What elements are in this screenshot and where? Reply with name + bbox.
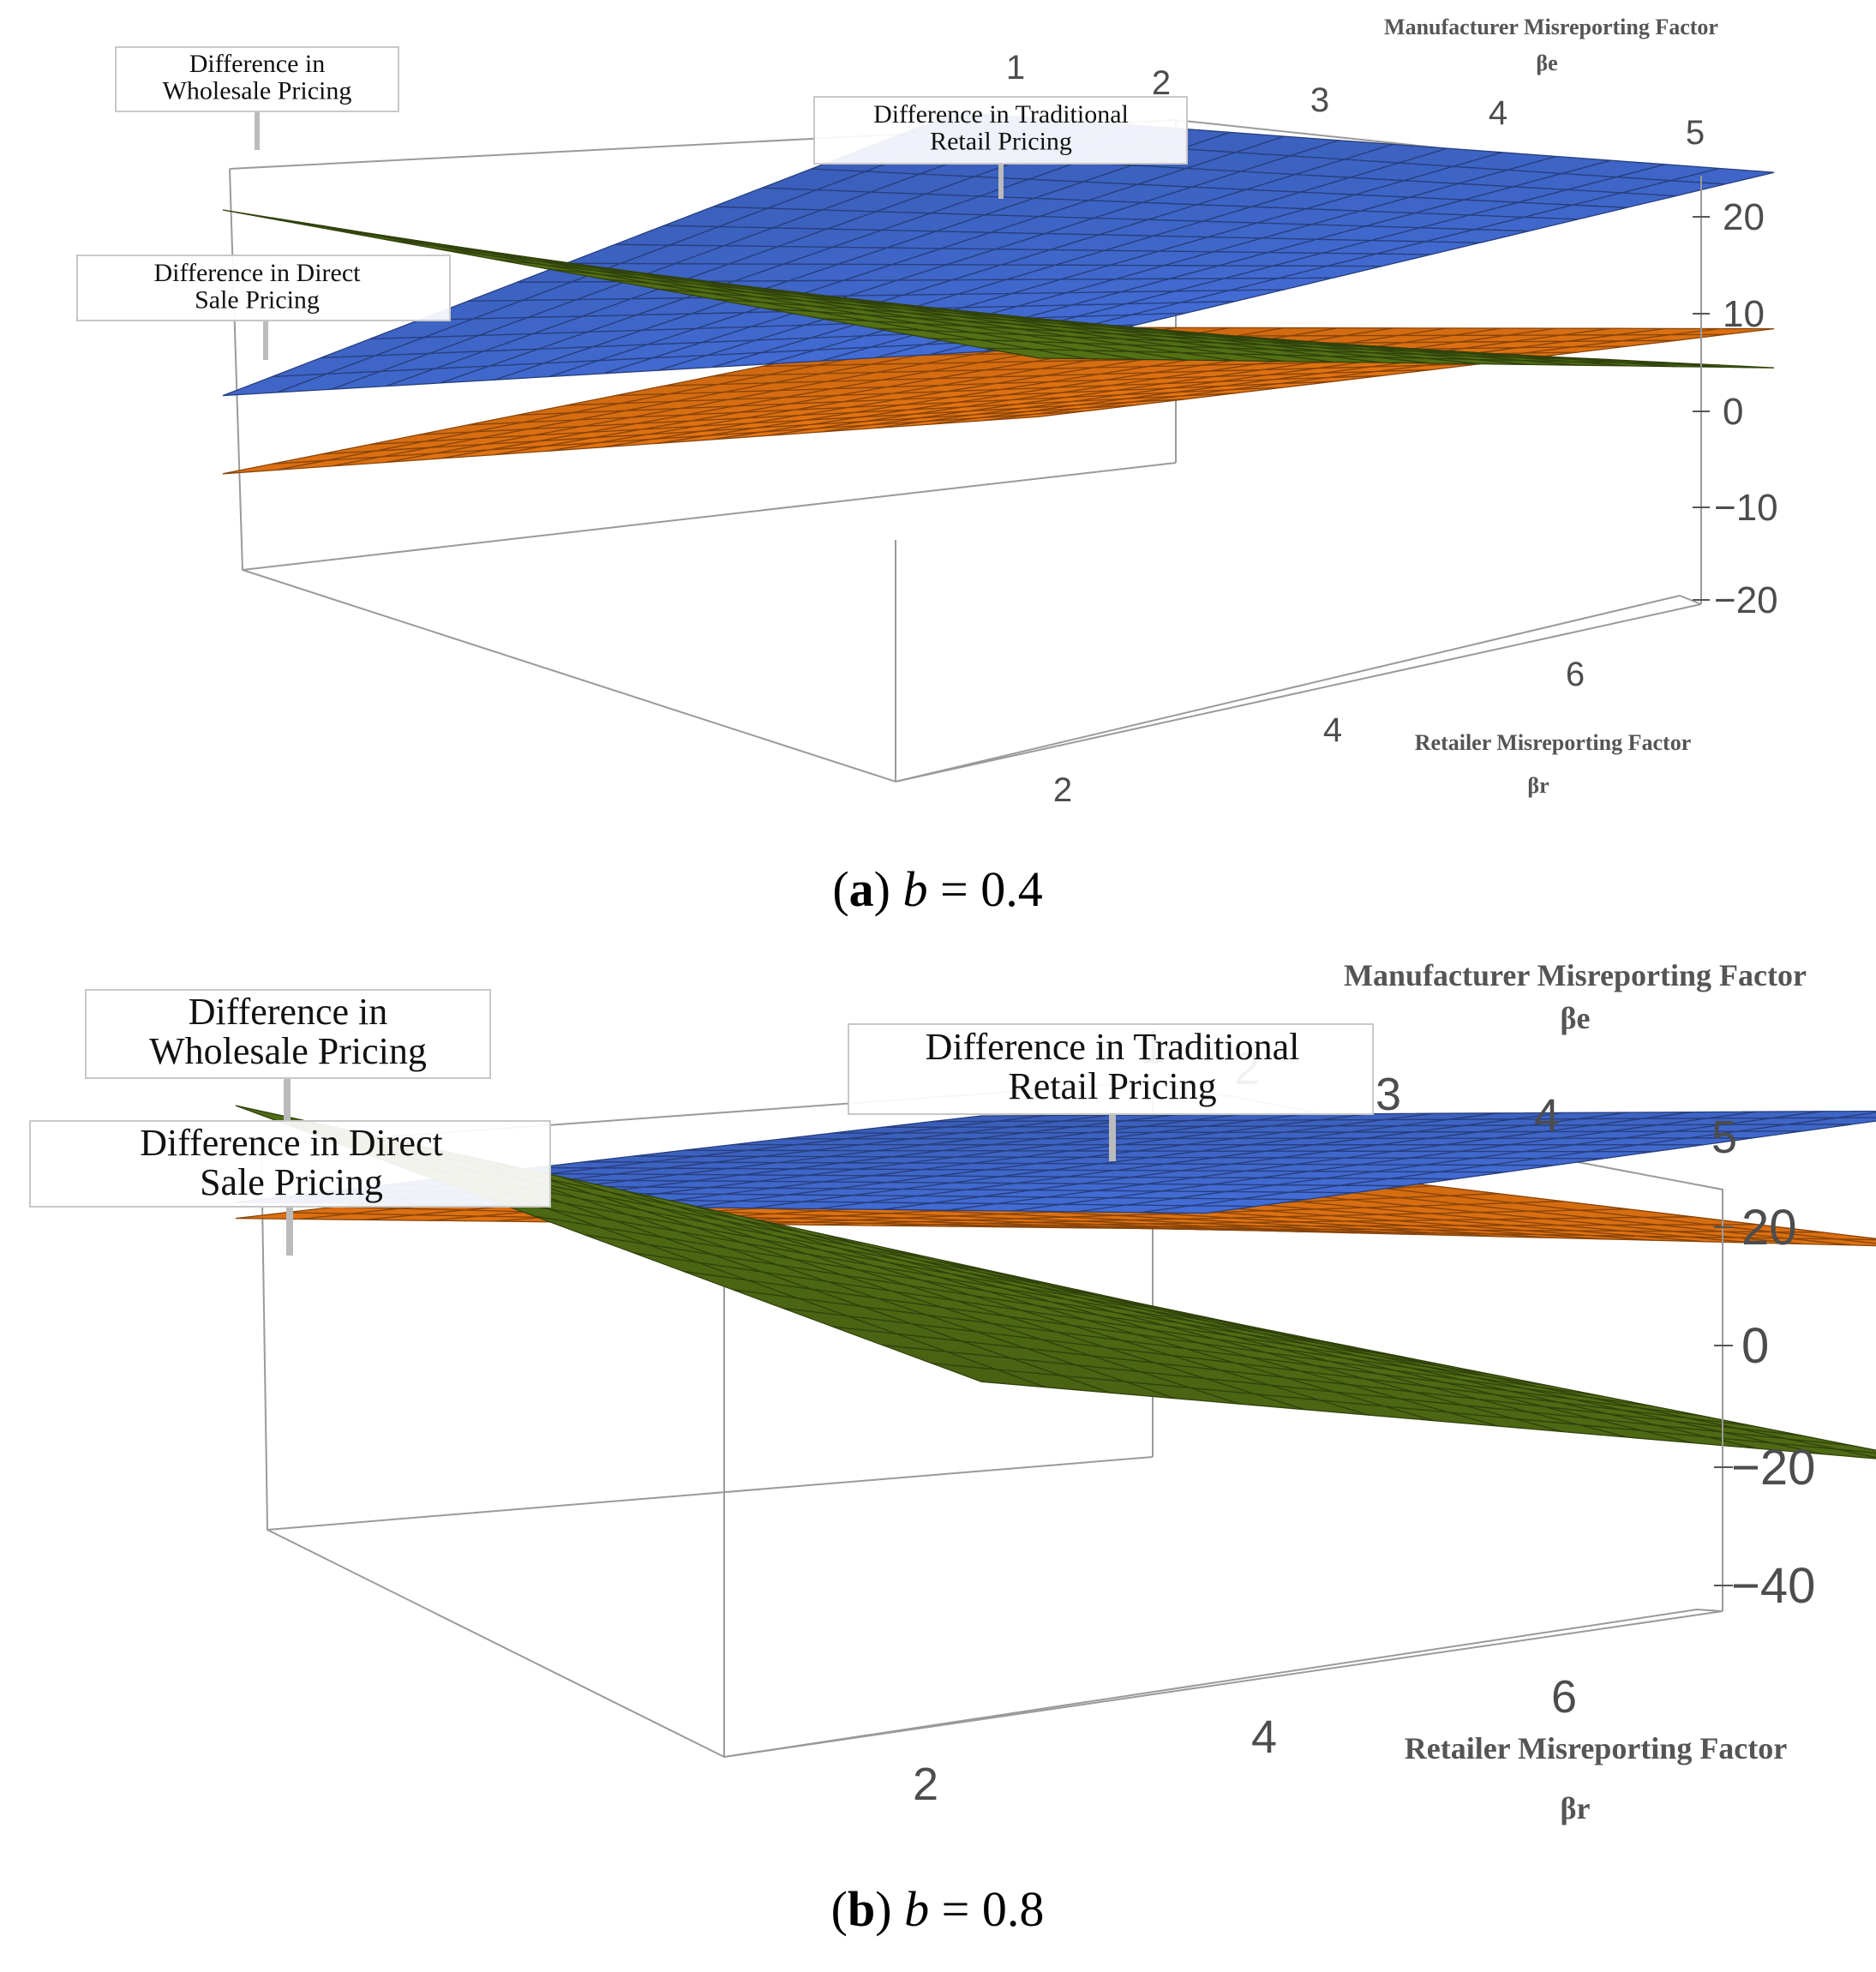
panel-b-y-tick: 4 [1251,1711,1277,1763]
panel-b-y-tick: 2 [913,1759,938,1810]
panel-a-x-tick: 3 [1310,81,1329,119]
panel-b-z-tick: −20 [1731,1440,1815,1495]
panel-a-box-floor-back [243,463,1176,570]
panel-b-z-tick: 20 [1741,1200,1797,1256]
panel-b-x-axis-label: Manufacturer Misreporting Factor [1344,958,1807,992]
panel-a-x-tick: 4 [1489,94,1507,132]
panel-a-x-tick: 5 [1686,114,1705,152]
panel-a-x-axis-label: Manufacturer Misreporting Factor [1384,15,1718,39]
panel-b-x-tick: 5 [1711,1112,1737,1163]
panel-a-z-tick: 20 [1723,196,1765,238]
panel-b-z-tick: −40 [1731,1558,1815,1614]
panel-b-x-tick: 4 [1534,1090,1560,1142]
panel-a-z-tick: −20 [1714,579,1778,621]
panel-b-z-tick: 0 [1741,1318,1769,1374]
panel-b-x-axis-symbol: βe [1561,1001,1591,1035]
panel-a-z-tick: 10 [1723,293,1765,335]
panel-b: 1 2 3 4 5 Manufacturer Misreporting Fact… [30,958,1876,1937]
panel-b-box-left [261,1146,1723,1757]
panel-b-z-ticks: 20 0 −20 −40 [1714,1200,1815,1614]
panel-a-caption: (a) b = 0.4 [832,861,1042,917]
panel-a-y-tick: 4 [1323,711,1342,749]
panel-a: 1 2 3 4 5 Manufacturer Misreporting Fact… [77,15,1778,917]
panel-a-x-axis-symbol: βe [1536,51,1557,75]
panel-a-z-ticks: 20 10 0 −10 −20 [1693,196,1778,621]
panel-a-z-tick: −10 [1714,487,1778,529]
panel-b-y-axis-label: Retailer Misreporting Factor [1405,1731,1788,1765]
panel-a-x-tick: 1 [1006,49,1025,87]
panel-a-y-axis-symbol: βr [1527,773,1549,798]
panel-a-y-tick: 6 [1566,656,1585,693]
panel-a-y-tick: 2 [1053,771,1072,809]
panel-b-box-floor-back [267,1457,1153,1530]
panel-b-y-axis-symbol: βr [1561,1791,1591,1825]
panel-a-z-tick: 0 [1723,391,1743,433]
panel-b-y-tick: 6 [1551,1671,1577,1723]
panel-b-x-tick: 3 [1376,1069,1401,1120]
panel-b-caption: (b) b = 0.8 [831,1881,1045,1937]
panel-a-y-axis-label: Retailer Misreporting Factor [1415,730,1692,755]
